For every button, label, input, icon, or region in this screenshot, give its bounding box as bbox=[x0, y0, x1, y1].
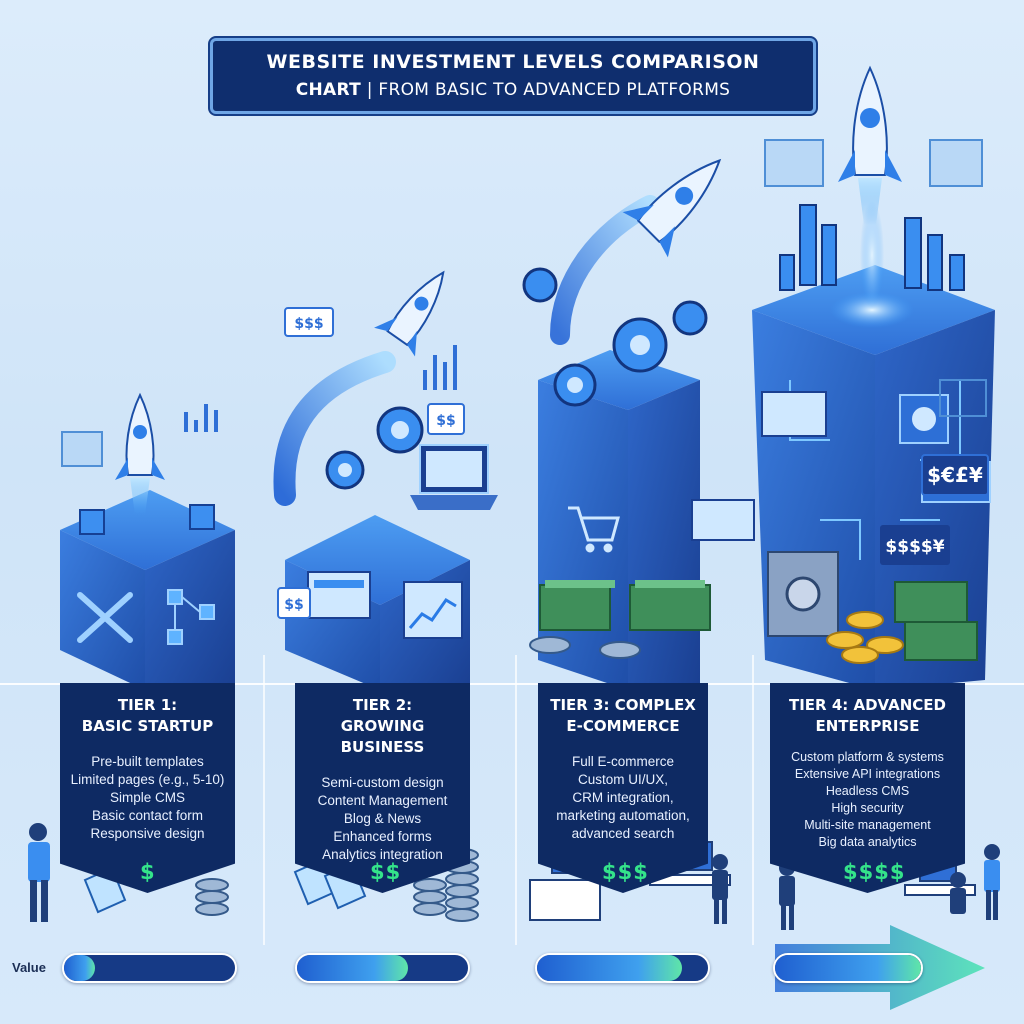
feature-item: Simple CMS bbox=[109, 790, 185, 805]
tier-3-heading: TIER 3: COMPLEX E-COMMERCE bbox=[538, 695, 708, 737]
tier-4-heading-line-1: TIER 4: ADVANCED bbox=[788, 696, 946, 714]
feature-item: advanced search bbox=[571, 826, 675, 841]
coins-icon bbox=[826, 611, 904, 664]
safe-icon bbox=[767, 551, 839, 637]
tier-2-panel: TIER 2: GROWING BUSINESS Semi-custom des… bbox=[295, 683, 470, 893]
rocket-icon bbox=[115, 392, 165, 515]
wrench-icon bbox=[77, 592, 133, 643]
tier-1-heading: TIER 1: BASIC STARTUP bbox=[60, 695, 235, 737]
feature-item: Pre-built templates bbox=[91, 754, 204, 769]
feature-item: Blog & News bbox=[343, 811, 422, 826]
gear-icon bbox=[325, 406, 424, 490]
tier-4-heading-line-2: ENTERPRISE bbox=[815, 717, 920, 735]
title-subtitle: | FROM BASIC TO ADVANCED PLATFORMS bbox=[361, 80, 731, 100]
tier-2-heading-line-1: TIER 2: bbox=[352, 696, 413, 714]
tier-divider bbox=[263, 655, 265, 945]
tier-divider bbox=[752, 655, 754, 945]
tier-2-price: $$ bbox=[370, 860, 402, 884]
currency-sign-text: $$$$¥ bbox=[885, 537, 944, 557]
price-sign-text: $$$ bbox=[294, 316, 323, 332]
feature-item: Headless CMS bbox=[825, 784, 910, 798]
tier-4-price: $$$$ bbox=[843, 860, 906, 884]
feature-item: Custom UI/UX, bbox=[577, 772, 669, 787]
feature-item: High security bbox=[831, 801, 904, 815]
feature-item: Responsive design bbox=[90, 826, 205, 841]
feature-item: Full E-commerce bbox=[571, 754, 674, 769]
tier3-block bbox=[522, 267, 755, 690]
feature-item: Content Management bbox=[317, 793, 448, 808]
tier-3-panel: TIER 3: COMPLEX E-COMMERCE Full E-commer… bbox=[538, 683, 708, 893]
feature-item: Enhanced forms bbox=[333, 829, 432, 844]
tier-3-heading-line-1: TIER 3: COMPLEX bbox=[550, 696, 696, 714]
feature-item: Multi-site management bbox=[804, 818, 931, 832]
tier-divider bbox=[515, 655, 517, 945]
tier-4-panel: TIER 4: ADVANCED ENTERPRISE Custom platf… bbox=[770, 683, 965, 893]
tier-1-value-fill bbox=[64, 955, 95, 981]
feature-item: Big data analytics bbox=[818, 835, 917, 849]
feature-item: Analytics integration bbox=[322, 847, 443, 862]
person-icon bbox=[28, 823, 50, 922]
tier4-tower bbox=[752, 200, 995, 690]
tier-1-panel: TIER 1: BASIC STARTUP Pre-built template… bbox=[60, 683, 235, 893]
tier-3-heading-line-2: E-COMMERCE bbox=[566, 717, 680, 735]
rocket-icon bbox=[622, 158, 722, 258]
tier-3-price: $$$ bbox=[602, 860, 649, 884]
tier-3-value-bar bbox=[535, 953, 710, 983]
tier-2-heading: TIER 2: GROWING BUSINESS bbox=[295, 695, 470, 758]
feature-item: Limited pages (e.g., 5-10) bbox=[70, 772, 225, 787]
tier-4-value-bar bbox=[773, 953, 923, 983]
tier2-block bbox=[285, 406, 498, 690]
tier-1-heading-line-2: BASIC STARTUP bbox=[81, 717, 214, 735]
price-sign-text: $$ bbox=[436, 413, 455, 429]
feature-item: Basic contact form bbox=[91, 808, 204, 823]
tier-4-value-fill bbox=[775, 955, 921, 981]
rocket-icon bbox=[374, 270, 445, 357]
price-sign-text: $$ bbox=[284, 597, 303, 613]
tier-4-heading: TIER 4: ADVANCED ENTERPRISE bbox=[770, 695, 965, 737]
tier-1-price: $ bbox=[140, 860, 156, 884]
title-line-1: WEBSITE INVESTMENT LEVELS COMPARISON bbox=[266, 51, 760, 73]
cash-stack-icon bbox=[529, 580, 711, 659]
tier-4-feature-list: Custom platform & systems Extensive API … bbox=[770, 749, 965, 851]
baseline bbox=[0, 683, 1024, 685]
cart-icon bbox=[568, 506, 620, 553]
feature-item: Extensive API integrations bbox=[794, 767, 941, 781]
tier-2-value-bar bbox=[295, 953, 470, 983]
tier-2-value-fill bbox=[297, 955, 409, 981]
gear-icon bbox=[522, 267, 708, 407]
tier-3-value-fill bbox=[537, 955, 683, 981]
chart-title-banner: WEBSITE INVESTMENT LEVELS COMPARISON CHA… bbox=[210, 38, 816, 114]
tier-3-feature-list: Full E-commerce Custom UI/UX, CRM integr… bbox=[538, 753, 708, 843]
tier-1-feature-list: Pre-built templates Limited pages (e.g.,… bbox=[60, 753, 235, 843]
currency-sign-text: $€£¥ bbox=[927, 463, 983, 487]
tier1-block bbox=[60, 490, 235, 690]
tier-1-heading-line-1: TIER 1: bbox=[117, 696, 178, 714]
rocket-icon bbox=[838, 65, 902, 225]
tier-2-heading-line-2: GROWING BUSINESS bbox=[340, 717, 425, 756]
tier-2-feature-list: Semi-custom design Content Management Bl… bbox=[295, 774, 470, 864]
feature-item: Semi-custom design bbox=[321, 775, 444, 790]
title-line-2: CHART | FROM BASIC TO ADVANCED PLATFORMS bbox=[213, 80, 813, 100]
tier-1-value-bar bbox=[62, 953, 237, 983]
value-axis-label: Value bbox=[12, 960, 46, 975]
feature-item: marketing automation, bbox=[556, 808, 690, 823]
feature-item: CRM integration, bbox=[572, 790, 674, 805]
title-keyword: CHART bbox=[295, 80, 361, 100]
feature-item: Custom platform & systems bbox=[791, 750, 944, 764]
